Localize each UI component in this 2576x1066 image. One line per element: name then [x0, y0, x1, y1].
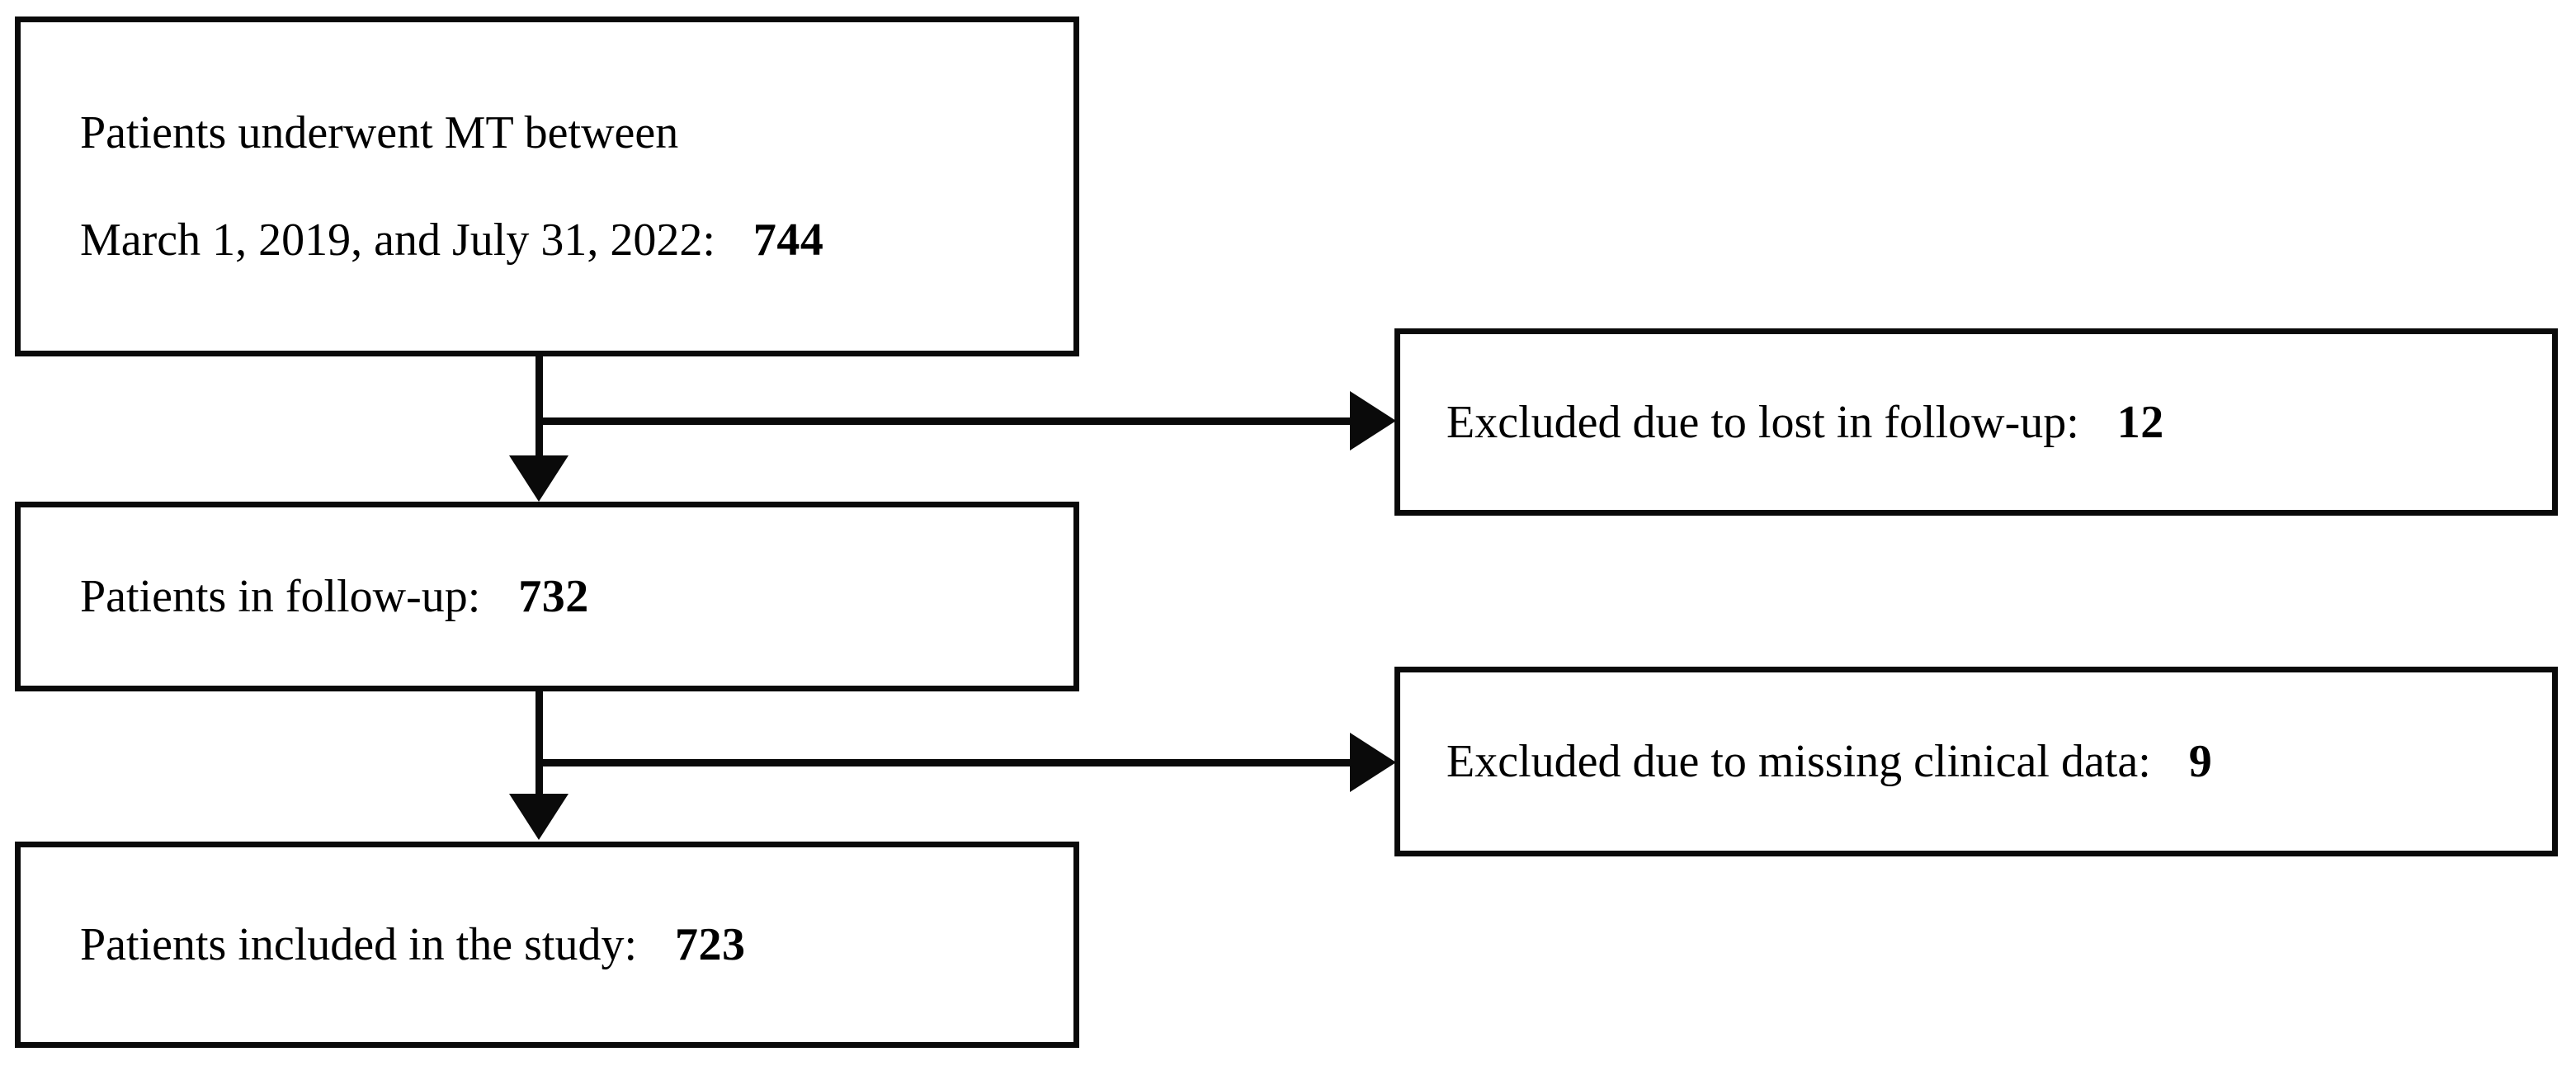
node-enrolled-label-line-1: Patients underwent MT between	[21, 110, 1073, 156]
node-included-label-line-1: Patients included in the study: 723	[21, 922, 1073, 968]
connector-enrolled-to-excluded-lost-line	[535, 417, 1361, 425]
arrow-down-icon-followup-to-included	[509, 794, 569, 840]
node-excluded-lost-text-1: Excluded due to lost in follow-up:	[1446, 396, 2079, 448]
node-included-count: 723	[675, 919, 746, 970]
node-excluded-missing-text-1: Excluded due to missing clinical data:	[1446, 736, 2151, 787]
node-excluded-missing-label-line-1: Excluded due to missing clinical data: 9	[1400, 738, 2552, 785]
node-patients-in-followup: Patients in follow-up: 732	[15, 502, 1079, 691]
node-excluded-missing-data: Excluded due to missing clinical data: 9	[1394, 667, 2558, 856]
node-followup-count: 732	[518, 571, 589, 622]
node-excluded-lost-label-line-1: Excluded due to lost in follow-up: 12	[1400, 399, 2552, 446]
node-enrolled-text-2: March 1, 2019, and July 31, 2022:	[80, 215, 715, 266]
node-included-text-1: Patients included in the study:	[80, 919, 638, 970]
arrow-right-icon-followup-to-excluded-missing	[1350, 733, 1396, 792]
node-excluded-missing-count: 9	[2188, 736, 2213, 787]
node-excluded-lost-followup: Excluded due to lost in follow-up: 12	[1394, 328, 2558, 516]
node-followup-text-1: Patients in follow-up:	[80, 571, 481, 622]
connector-enrolled-to-followup-line	[535, 356, 543, 457]
node-enrolled-count: 744	[753, 215, 824, 266]
node-enrolled-text-1: Patients underwent MT between	[80, 107, 679, 158]
node-patients-included: Patients included in the study: 723	[15, 842, 1079, 1048]
node-followup-label-line-1: Patients in follow-up: 732	[21, 573, 1073, 620]
node-enrolled-label-line-2: March 1, 2019, and July 31, 2022: 744	[21, 217, 1073, 263]
connector-followup-to-excluded-missing-line	[535, 759, 1361, 766]
connector-followup-to-included-line	[535, 691, 543, 795]
arrow-right-icon-enrolled-to-excluded-lost	[1350, 391, 1396, 450]
node-excluded-lost-count: 12	[2116, 396, 2164, 448]
node-patients-enrolled: Patients underwent MT between March 1, 2…	[15, 17, 1079, 356]
arrow-down-icon-enrolled-to-followup	[509, 455, 569, 502]
